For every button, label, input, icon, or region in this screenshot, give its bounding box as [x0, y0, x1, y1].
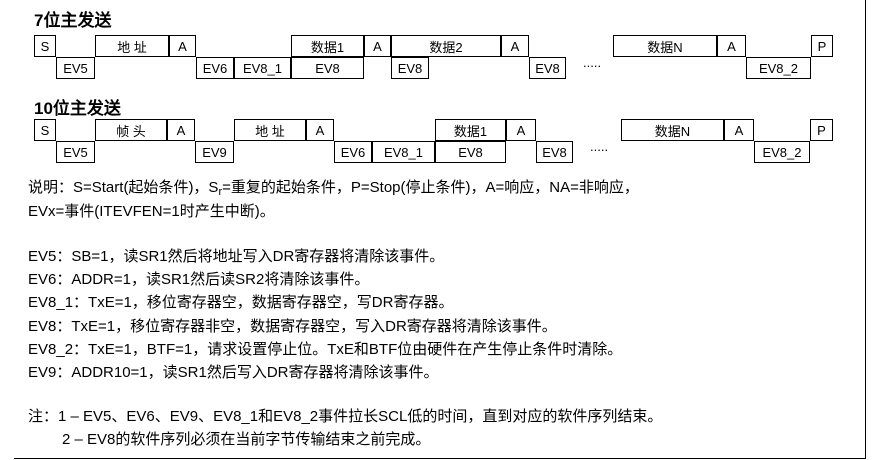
seq7-ack-cell: A: [364, 35, 391, 57]
event-ev8: EV8：TxE=1，移位寄存器非空，数据寄存器空，写入DR寄存器将清除该事件。: [28, 318, 557, 335]
seq10-ev8-cell: EV8: [435, 141, 506, 163]
seq7-data1-cell: 数据1: [291, 35, 364, 57]
seq10-ev8-2-cell: EV8_2: [754, 141, 810, 163]
seq7-ev6-cell: EV6: [196, 57, 234, 79]
seq7-ellipsis: .....: [583, 55, 602, 70]
seq7-dataN-cell: 数据N: [613, 35, 717, 57]
seq10-ack-cell: A: [306, 119, 334, 141]
event-ev6: EV6：ADDR=1，读SR1然后读SR2将清除该事件。: [28, 271, 370, 288]
event-ev9: EV9：ADDR10=1，读SR1然后写入DR寄存器将清除该事件。: [28, 364, 439, 381]
seq10-ack-cell: A: [724, 119, 754, 141]
seq10-ellipsis: .....: [590, 139, 609, 154]
seq10-ack-cell: A: [506, 119, 536, 141]
figure-frame: [14, 0, 866, 459]
seq10-dataN-cell: 数据N: [621, 119, 724, 141]
seq7-ev5-cell: EV5: [56, 57, 95, 79]
seq7-ack-cell: A: [717, 35, 746, 57]
seq7-address-cell: 地 址: [95, 35, 169, 57]
seq7-title: 7位主发送: [34, 11, 112, 30]
event-ev8-2: EV8_2：TxE=1，BTF=1，请求设置停止位。TxE和BTF位由硬件在产生…: [28, 341, 623, 358]
legend-line-1: 说明：S=Start(起始条件)，Sr=重复的起始条件，P=Stop(停止条件)…: [28, 179, 639, 198]
seq10-ev9-cell: EV9: [195, 141, 234, 163]
seq7-ack-cell: A: [169, 35, 196, 57]
seq7-ev8-cell: EV8: [529, 57, 566, 79]
seq7-ack-cell: A: [501, 35, 529, 57]
seq7-stop-cell: P: [811, 35, 833, 57]
seq10-header-cell: 帧 头: [95, 119, 167, 141]
seq10-ev5-cell: EV5: [56, 141, 95, 163]
seq10-ev6-cell: EV6: [334, 141, 372, 163]
seq7-ev8-1-cell: EV8_1: [234, 57, 291, 79]
seq10-ack-cell: A: [167, 119, 195, 141]
seq7-start-cell: S: [34, 35, 56, 57]
seq10-data1-cell: 数据1: [435, 119, 506, 141]
seq10-stop-cell: P: [810, 119, 833, 141]
footnote-1: 注：1 – EV5、EV6、EV9、EV8_1和EV8_2事件拉长SCL低的时间…: [28, 408, 663, 425]
seq10-title: 10位主发送: [34, 99, 121, 118]
legend-line-2: EVx=事件(ITEVFEN=1时产生中断)。: [28, 203, 275, 220]
event-ev5: EV5：SB=1，读SR1然后将地址写入DR寄存器将清除该事件。: [28, 248, 445, 265]
seq7-data2-cell: 数据2: [391, 35, 501, 57]
seq7-ev8-cell: EV8: [291, 57, 364, 79]
seq7-ev8-2-cell: EV8_2: [746, 57, 811, 79]
footnote-2: 2 – EV8的软件序列必须在当前字节传输结束之前完成。: [62, 431, 431, 448]
seq10-address-cell: 地 址: [234, 119, 306, 141]
seq7-ev8-cell: EV8: [391, 57, 429, 79]
seq10-start-cell: S: [34, 119, 56, 141]
event-ev8-1: EV8_1：TxE=1，移位寄存器空，数据寄存器空，写DR寄存器。: [28, 294, 454, 311]
seq10-ev8-1-cell: EV8_1: [372, 141, 435, 163]
seq10-ev8-cell: EV8: [536, 141, 573, 163]
